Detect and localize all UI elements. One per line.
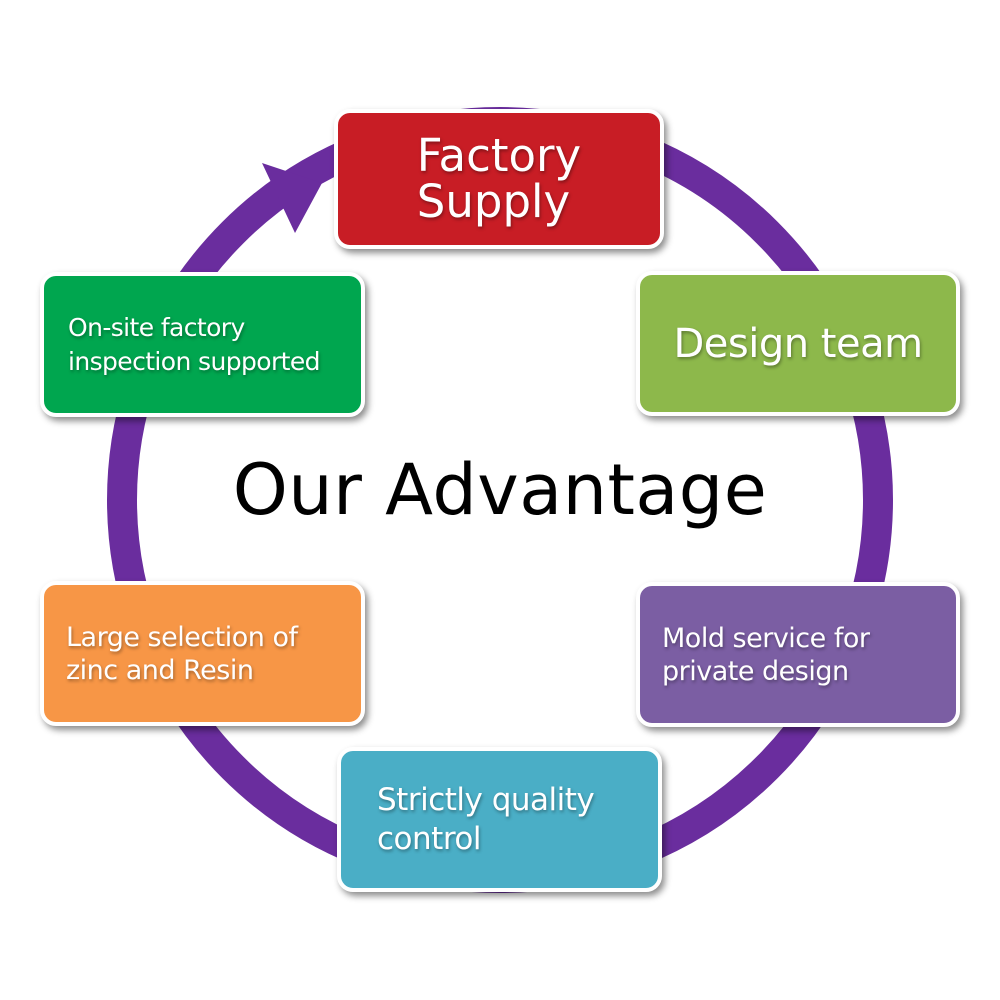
- node-quality-control: Strictly quality control: [337, 747, 662, 892]
- node-design-team: Design team: [636, 271, 960, 416]
- node-mold-service: Mold service for private design: [636, 582, 960, 727]
- node-large-selection-label: Large selection of zinc and Resin: [66, 621, 298, 686]
- node-factory-supply-label: Factory Supply: [416, 129, 582, 228]
- node-factory-supply: Factory Supply: [334, 109, 664, 249]
- cycle-arrow-head-icon: [262, 163, 322, 233]
- node-mold-service-label: Mold service for private design: [662, 622, 870, 687]
- node-onsite-inspection: On-site factory inspection supported: [40, 272, 365, 417]
- node-design-team-label: Design team: [673, 320, 923, 367]
- diagram-title: Our Advantage: [232, 449, 768, 531]
- node-large-selection: Large selection of zinc and Resin: [40, 581, 365, 726]
- node-onsite-inspection-label: On-site factory inspection supported: [68, 312, 320, 376]
- node-quality-control-label: Strictly quality control: [377, 781, 595, 857]
